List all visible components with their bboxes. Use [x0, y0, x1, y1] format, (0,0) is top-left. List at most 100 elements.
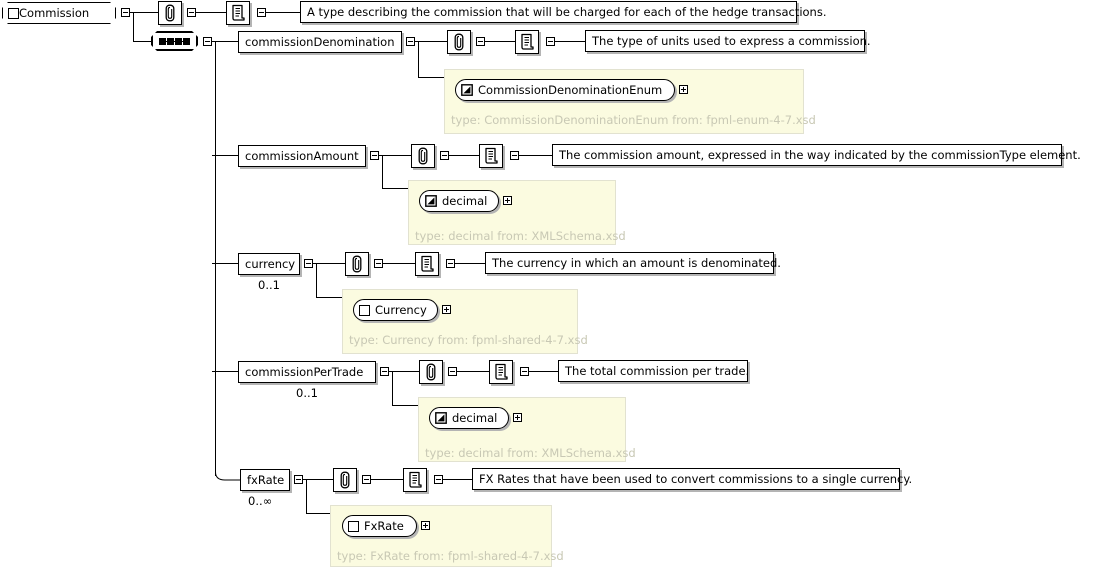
element-collapse-toggle[interactable]	[304, 259, 313, 268]
element-documentation-node: The currency in which an amount is denom…	[485, 252, 781, 274]
type-node-decimal[interactable]: decimal	[429, 407, 509, 429]
type-label: FxRate	[364, 519, 404, 533]
root-element-node[interactable]: Commission	[2, 2, 116, 24]
connector-line	[303, 479, 333, 480]
documentation-collapse-toggle[interactable]	[446, 259, 455, 268]
documentation-text: The currency in which an amount is denom…	[492, 256, 781, 270]
document-icon	[409, 471, 422, 488]
element-label: commissionDenomination	[245, 35, 395, 49]
type-node-Currency[interactable]: Currency	[353, 299, 438, 321]
element-collapse-toggle[interactable]	[294, 475, 303, 484]
type-caption: type: Currency from: fpml-shared-4-7.xsd	[349, 333, 588, 347]
connector-elbow	[215, 462, 242, 481]
element-node-currency[interactable]: currency	[238, 253, 300, 275]
complex-type-square-icon	[348, 520, 359, 532]
connector-line	[519, 155, 552, 156]
element-label: commissionPerTrade	[245, 365, 364, 379]
annotation-paperclip-icon-box[interactable]	[411, 144, 435, 168]
connector-line	[130, 12, 160, 13]
annotation-paperclip-icon-box[interactable]	[419, 360, 443, 384]
sequence-icon	[159, 38, 190, 45]
document-icon	[495, 363, 508, 380]
documentation-icon-box[interactable]	[403, 468, 427, 492]
type-caption: type: FxRate from: fpml-shared-4-7.xsd	[337, 549, 564, 563]
annotation-collapse-toggle[interactable]	[362, 475, 371, 484]
annotation-collapse-toggle[interactable]	[476, 37, 485, 46]
type-caption: type: CommissionDenominationEnum from: f…	[451, 113, 816, 127]
tree-trunk-line	[215, 41, 216, 476]
type-expand-toggle[interactable]	[442, 305, 451, 314]
simple-type-icon	[461, 84, 473, 96]
element-collapse-toggle[interactable]	[380, 367, 389, 376]
connector-line	[389, 371, 419, 372]
type-node-decimal[interactable]: decimal	[419, 190, 499, 212]
element-node-commissionDenomination[interactable]: commissionDenomination	[238, 31, 402, 53]
document-icon	[485, 147, 498, 164]
documentation-icon-box[interactable]	[226, 1, 250, 25]
type-expand-toggle[interactable]	[421, 521, 430, 530]
cardinality-label: 0..∞	[248, 494, 273, 508]
connector-line	[316, 297, 346, 298]
connector-line	[379, 155, 411, 156]
documentation-collapse-toggle[interactable]	[546, 37, 555, 46]
connector-line	[485, 41, 515, 42]
root-element-label: Commission	[19, 6, 90, 20]
documentation-icon-box[interactable]	[515, 30, 539, 54]
connector-line	[306, 513, 336, 514]
type-expand-toggle[interactable]	[513, 413, 522, 422]
element-node-fxRate[interactable]: fxRate	[240, 469, 290, 491]
root-collapse-toggle[interactable]	[121, 8, 130, 17]
paperclip-icon	[454, 33, 464, 51]
documentation-text: The type of units used to express a comm…	[592, 34, 871, 48]
annotation-collapse-toggle[interactable]	[448, 367, 457, 376]
complex-type-square-icon	[8, 8, 19, 19]
annotation-paperclip-icon-box[interactable]	[333, 468, 357, 492]
annotation-collapse-toggle[interactable]	[374, 259, 383, 268]
connector-line	[415, 41, 447, 42]
type-label: Currency	[375, 303, 427, 317]
annotation-collapse-toggle[interactable]	[187, 8, 196, 17]
type-node-CommissionDenominationEnum[interactable]: CommissionDenominationEnum	[455, 79, 675, 101]
documentation-text: FX Rates that have been used to convert …	[479, 472, 913, 486]
paperclip-icon	[418, 147, 428, 165]
sequence-compositor-node[interactable]	[151, 31, 198, 51]
connector-line	[392, 405, 422, 406]
element-documentation-node: FX Rates that have been used to convert …	[472, 468, 912, 490]
type-label: decimal	[442, 194, 488, 208]
annotation-paperclip-icon-box[interactable]	[345, 252, 369, 276]
connector-line	[313, 263, 345, 264]
element-collapse-toggle[interactable]	[406, 37, 415, 46]
connector-line	[212, 371, 238, 372]
documentation-collapse-toggle[interactable]	[434, 475, 443, 484]
connector-line	[383, 263, 415, 264]
connector-line	[266, 12, 300, 13]
connector-line	[418, 77, 448, 78]
type-expand-toggle[interactable]	[503, 196, 512, 205]
connector-line	[392, 371, 393, 405]
connector-line	[455, 263, 485, 264]
annotation-paperclip-icon-box[interactable]	[447, 30, 471, 54]
connector-line	[443, 479, 472, 480]
documentation-icon-box[interactable]	[489, 360, 513, 384]
element-collapse-toggle[interactable]	[370, 151, 379, 160]
documentation-icon-box[interactable]	[415, 252, 439, 276]
connector-line	[212, 155, 238, 156]
annotation-collapse-toggle[interactable]	[440, 151, 449, 160]
connector-line	[306, 479, 307, 513]
sequence-collapse-toggle[interactable]	[203, 37, 212, 46]
complex-type-square-icon	[359, 304, 370, 316]
type-node-FxRate[interactable]: FxRate	[342, 515, 417, 537]
type-expand-toggle[interactable]	[679, 85, 688, 94]
documentation-collapse-toggle[interactable]	[257, 8, 266, 17]
documentation-icon-box[interactable]	[479, 144, 503, 168]
annotation-paperclip-icon-box[interactable]	[158, 1, 182, 25]
type-caption: type: decimal from: XMLSchema.xsd	[415, 229, 626, 243]
element-node-commissionPerTrade[interactable]: commissionPerTrade	[238, 361, 376, 383]
connector-line	[316, 263, 317, 297]
connector-line	[449, 155, 479, 156]
documentation-collapse-toggle[interactable]	[520, 367, 529, 376]
paperclip-icon	[352, 255, 362, 273]
documentation-collapse-toggle[interactable]	[510, 151, 519, 160]
element-node-commissionAmount[interactable]: commissionAmount	[238, 145, 366, 167]
cardinality-label: 0..1	[296, 386, 318, 400]
